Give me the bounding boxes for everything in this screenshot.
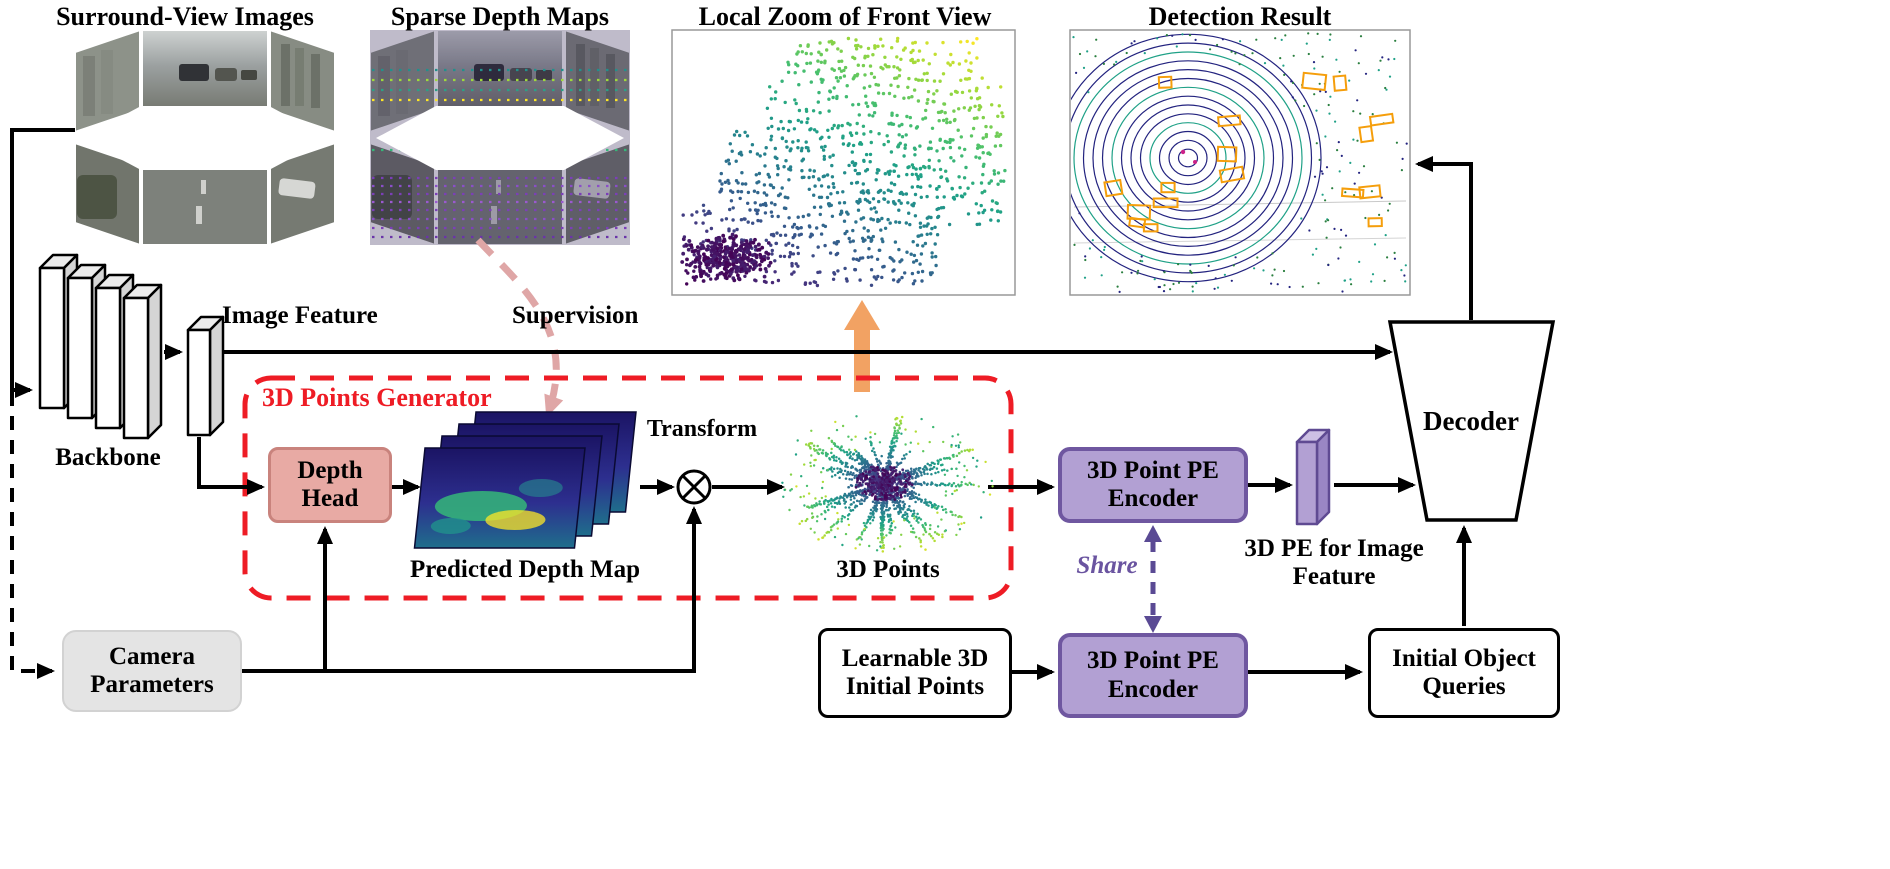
predicted-depth-map-label: Predicted Depth Map xyxy=(409,556,641,583)
arrow-image-feature-to-depth-head xyxy=(197,437,265,495)
detection-title: Detection Result xyxy=(1148,2,1332,31)
backbone-label: Backbone xyxy=(55,444,161,471)
learnable-points-box: Learnable 3D Initial Points xyxy=(818,628,1012,718)
depth-head-box: Depth Head xyxy=(268,447,392,523)
share-label: Share xyxy=(1076,552,1138,579)
image-feature-plate xyxy=(186,315,225,437)
arrow-images-to-backbone xyxy=(10,128,75,398)
arrow-decoder-to-detection xyxy=(1415,156,1473,320)
pe-encoder-bottom-box: 3D Point PE Encoder xyxy=(1058,633,1248,718)
supervision-arrow xyxy=(475,237,564,418)
backbone-plates xyxy=(38,253,163,440)
arrow-camera-to-transform xyxy=(242,506,702,673)
wiring xyxy=(10,128,1473,680)
camera-parameters-box: Camera Parameters xyxy=(62,630,242,712)
zoom-arrow xyxy=(844,300,880,392)
generator-title: 3D Points Generator xyxy=(262,383,492,412)
sparse-depth-title: Sparse Depth Maps xyxy=(390,2,610,31)
generated-3d-points-cloud xyxy=(781,415,994,553)
surround-view-images-montage xyxy=(74,29,336,246)
share-arrow xyxy=(1144,525,1162,633)
supervision-label: Supervision xyxy=(512,302,639,329)
arrow-dashed-to-camera-parameters xyxy=(10,392,55,679)
local-zoom-title: Local Zoom of Front View xyxy=(698,2,992,31)
front-view-point-cloud xyxy=(680,36,1007,288)
pe-slab xyxy=(1295,428,1331,526)
predicted-depth-map-stack xyxy=(413,411,637,549)
pe-for-image-feature-label: 3D PE for Image Feature xyxy=(1244,535,1424,590)
transform-operator-icon xyxy=(676,469,712,505)
surround-view-title: Surround-View Images xyxy=(56,2,314,31)
transform-label: Transform xyxy=(646,416,758,442)
decoder-shape xyxy=(1387,320,1556,522)
pe-encoder-top-box: 3D Point PE Encoder xyxy=(1058,447,1248,523)
decoder-label: Decoder xyxy=(1423,406,1519,436)
sparse-depth-maps-montage xyxy=(369,29,631,246)
initial-queries-box: Initial Object Queries xyxy=(1368,628,1560,718)
points-3d-label: 3D Points xyxy=(836,556,940,583)
image-feature-label: Image Feature xyxy=(222,302,378,329)
detection-result-visualization xyxy=(1071,32,1408,293)
depth-speckle-lines xyxy=(372,68,628,239)
